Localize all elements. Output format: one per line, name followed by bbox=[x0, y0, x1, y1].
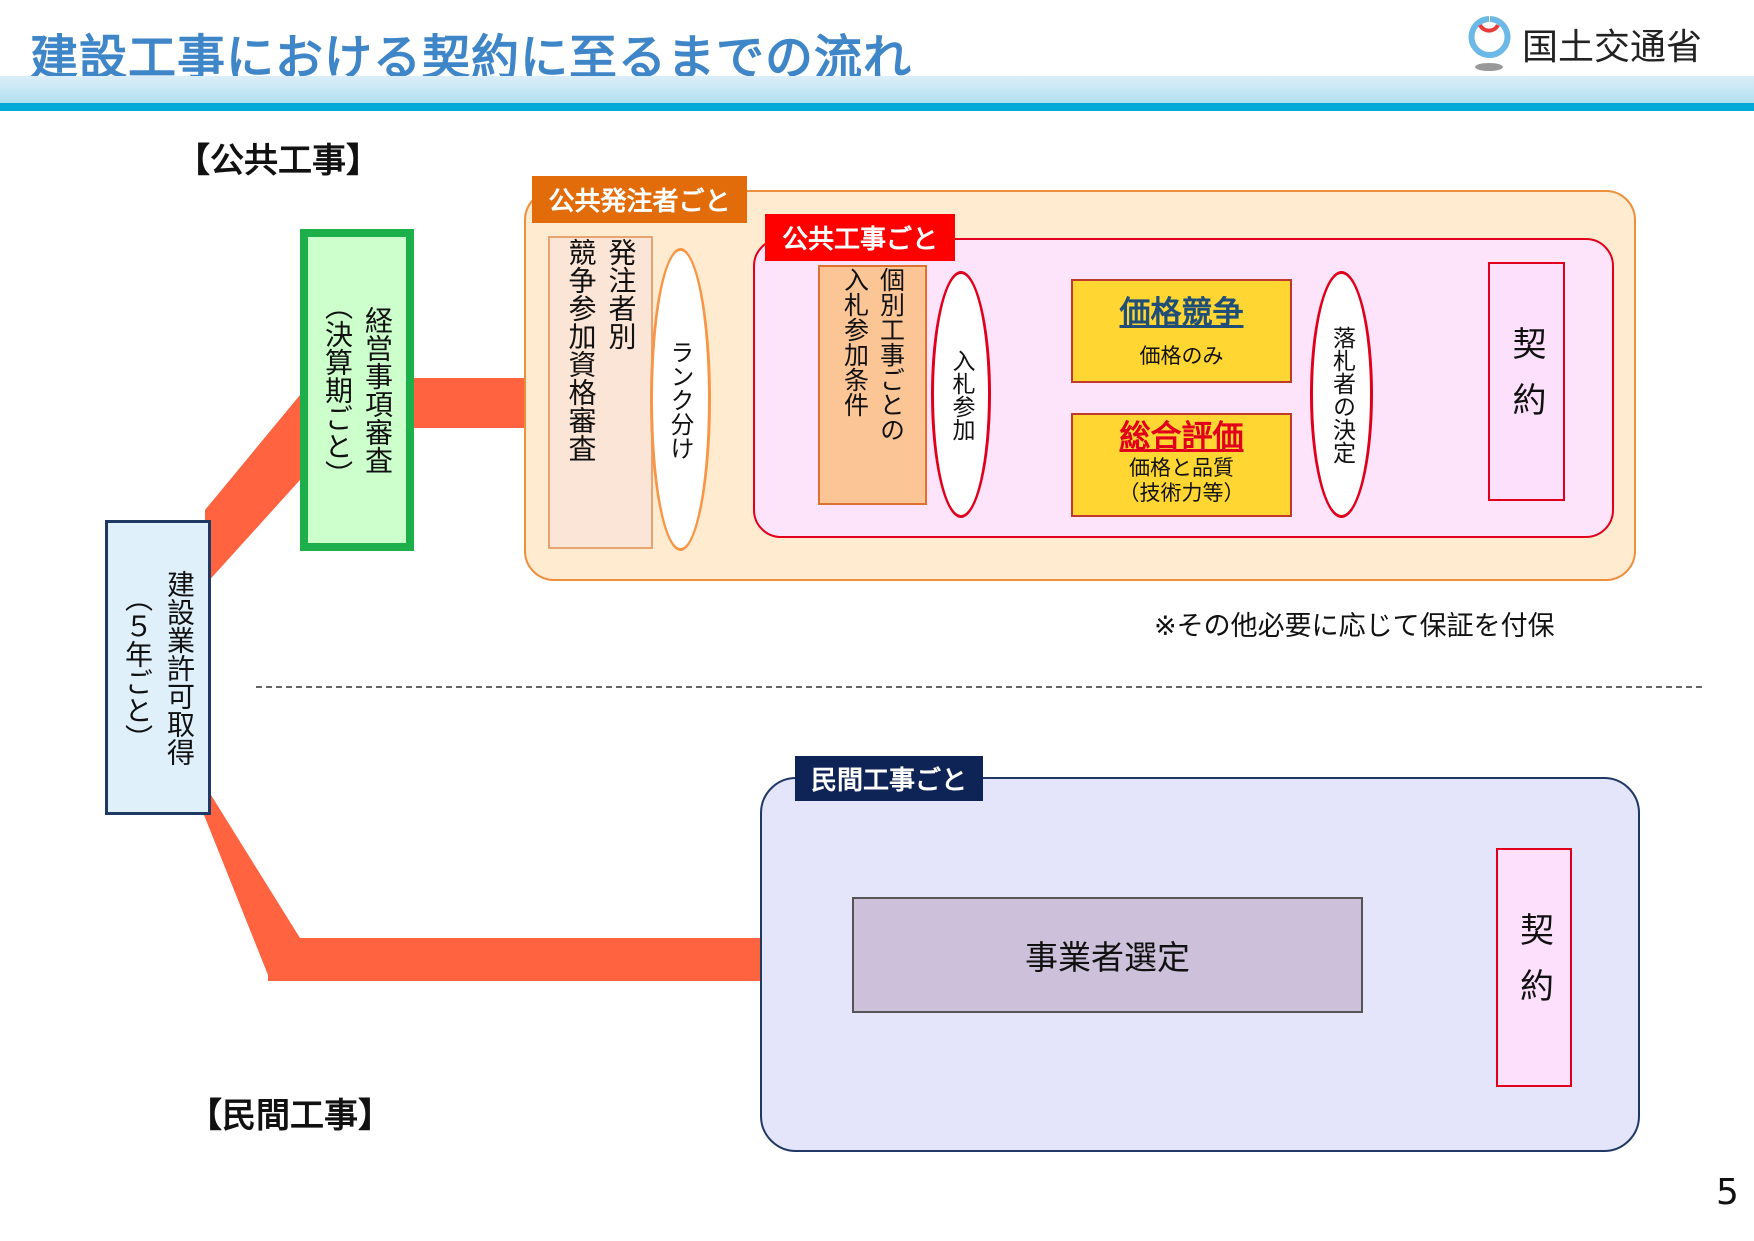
mlit-logo: 国土交通省 bbox=[1466, 14, 1746, 74]
guarantee-note: ※その他必要に応じて保証を付保 bbox=[1154, 611, 1555, 642]
selection-box: 事業者選定 bbox=[852, 897, 1363, 1013]
band-private-horizontal bbox=[268, 938, 858, 981]
price-competition-desc: 価格のみ bbox=[1139, 344, 1224, 368]
ranking-ellipse: ランク分け bbox=[650, 248, 711, 551]
management-review-box: 経営事項審査 （決算期ごと） bbox=[300, 229, 414, 551]
qualification-review-line1: 発注者別 bbox=[604, 238, 638, 350]
per-project-label: 公共工事ごと bbox=[765, 214, 955, 261]
comprehensive-eval-desc2: （技術力等） bbox=[1118, 481, 1245, 506]
private-section-label: 【民間工事】 bbox=[188, 1096, 392, 1136]
public-section-label: 【公共工事】 bbox=[176, 141, 380, 181]
qualification-review-line2: 競争参加資格審査 bbox=[564, 238, 598, 462]
logo-text: 国土交通省 bbox=[1522, 27, 1703, 68]
public-contract-box: 契約 bbox=[1488, 262, 1565, 501]
band-license-to-private bbox=[190, 780, 300, 980]
bid-conditions-line1: 個別工事ごとの bbox=[876, 267, 906, 442]
header-band bbox=[0, 76, 1754, 104]
management-review-label: 経営事項審査 bbox=[361, 306, 394, 474]
page-number: 5 bbox=[1716, 1172, 1739, 1213]
bid-conditions-box: 個別工事ごとの 入札参加条件 bbox=[818, 265, 927, 505]
license-line2: （５年ごと） bbox=[121, 583, 154, 752]
price-competition-box: 価格競争 価格のみ bbox=[1071, 279, 1292, 383]
comprehensive-eval-title: 総合評価 bbox=[1119, 419, 1244, 455]
band-license-to-review bbox=[205, 395, 300, 585]
header-rule bbox=[0, 103, 1754, 111]
bid-participation-ellipse: 入札参加 bbox=[931, 271, 991, 518]
bid-conditions-line2: 入札参加条件 bbox=[840, 267, 870, 417]
private-project-label: 民間工事ごと bbox=[795, 756, 983, 801]
management-review-note: （決算期ごと） bbox=[321, 292, 354, 488]
comprehensive-eval-desc1: 価格と品質 bbox=[1129, 456, 1234, 481]
winner-decision-ellipse: 落札者の決定 bbox=[1310, 271, 1373, 518]
comprehensive-eval-box: 総合評価 価格と品質 （技術力等） bbox=[1071, 413, 1292, 517]
license-line1: 建設業許可取得 bbox=[163, 569, 196, 766]
private-contract-box: 契約 bbox=[1496, 848, 1572, 1087]
logo-emblem-icon bbox=[1468, 16, 1511, 71]
qualification-review-box: 発注者別 競争参加資格審査 bbox=[548, 236, 653, 549]
per-orderer-label: 公共発注者ごと bbox=[532, 176, 747, 223]
price-competition-title: 価格競争 bbox=[1119, 295, 1244, 331]
license-box: 建設業許可取得 （５年ごと） bbox=[105, 520, 211, 815]
